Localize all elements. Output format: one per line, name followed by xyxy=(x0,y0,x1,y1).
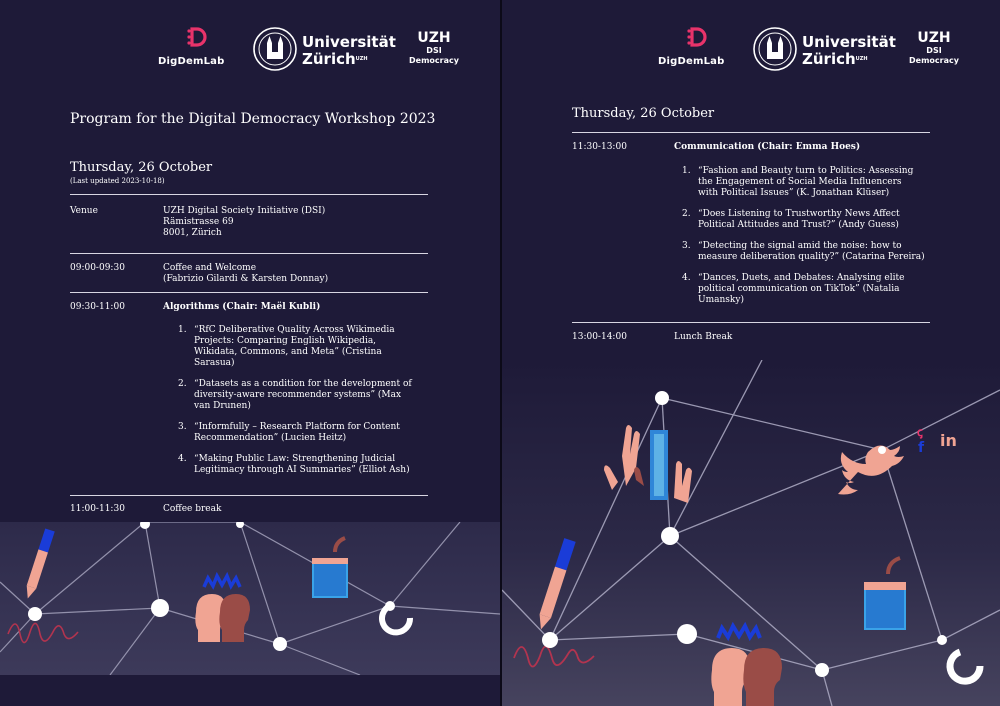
talk-line: the Engagement of Social Media Influence… xyxy=(698,177,902,187)
university-sup: UZH xyxy=(355,56,368,62)
talk-line: “Does Listening to Trustworthy News Affe… xyxy=(698,209,900,219)
democracy-text: Democracy xyxy=(409,56,459,65)
network-illustration xyxy=(0,522,500,675)
talk-line: Recommendation” (Lucien Heitz) xyxy=(194,433,347,443)
session-hosts: (Fabrizio Gilardi & Karsten Donnay) xyxy=(163,274,329,284)
talk-line: with Political Issues” (K. Jonathan Klüs… xyxy=(698,188,890,198)
talk-line: Legitimacy through AI Summaries” (Elliot… xyxy=(194,465,410,475)
venue-line: Rämistrasse 69 xyxy=(163,217,234,227)
talk-line: “Making Public Law: Strengthening Judici… xyxy=(194,454,396,464)
talk-item: 2. “Does Listening to Trustworthy News A… xyxy=(682,209,938,231)
session-time: 09:30-11:00 xyxy=(70,302,125,312)
talk-line: “RfC Deliberative Quality Across Wikimed… xyxy=(194,325,395,335)
talk-line: “Fashion and Beauty turn to Politics: As… xyxy=(698,166,914,176)
divider xyxy=(572,132,930,133)
coffee-welcome: Coffee and Welcome (Fabrizio Gilardi & K… xyxy=(163,263,428,285)
digdemlab-d-icon xyxy=(187,27,207,47)
svg-text:f: f xyxy=(918,440,925,456)
university-sup: UZH xyxy=(855,56,868,62)
session-heading: Communication (Chair: Emma Hoes) xyxy=(674,142,861,152)
talk-list: 1. “Fashion and Beauty turn to Politics:… xyxy=(682,166,938,306)
talk-line: Projects: Comparing English Wikipedia, xyxy=(194,336,377,346)
talk-item: 3. “Detecting the signal amid the noise:… xyxy=(682,241,938,263)
talk-line: Wikidata, Commons, and Meta” (Cristina xyxy=(194,347,382,357)
session-title: Coffee and Welcome xyxy=(163,263,257,273)
dsi-text: DSI xyxy=(926,46,942,55)
divider xyxy=(70,292,428,293)
university-line2: Zürich xyxy=(302,50,356,68)
lunch-break: Lunch Break xyxy=(674,332,733,342)
uzh-seal-icon xyxy=(753,27,797,71)
divider xyxy=(70,194,428,195)
digdemlab-logo: DigDemLab xyxy=(158,26,236,70)
talk-number: 4. xyxy=(178,454,187,464)
digdemlab-d-icon xyxy=(687,27,707,47)
page-title: Program for the Digital Democracy Worksh… xyxy=(70,111,436,127)
democracy-text: Democracy xyxy=(909,56,959,65)
digdemlab-logo: DigDemLab xyxy=(658,26,736,70)
talk-number: 1. xyxy=(178,325,187,335)
dsi-democracy-logo: UZH DSI Democracy xyxy=(404,30,464,66)
talk-number: 4. xyxy=(682,273,691,283)
talk-number: 3. xyxy=(682,241,691,251)
talk-line: diversity-aware recommender systems” (Ma… xyxy=(194,390,402,400)
talk-line: “Datasets as a condition for the develop… xyxy=(194,379,412,389)
talk-number: 1. xyxy=(682,166,691,176)
svg-text:ꞔ: ꞔ xyxy=(917,425,923,439)
university-line1: Universität xyxy=(302,33,396,51)
day-heading: Thursday, 26 October xyxy=(70,160,213,175)
talk-item: 1. “Fashion and Beauty turn to Politics:… xyxy=(682,166,938,199)
session-heading: Algorithms (Chair: Maël Kubli) xyxy=(163,302,321,312)
talk-line: Sarasua) xyxy=(194,358,235,368)
talk-line: “Detecting the signal amid the noise: ho… xyxy=(698,241,902,251)
dsi-uzh-text: UZH xyxy=(917,30,951,46)
talk-line: “Informfully – Research Platform for Con… xyxy=(194,422,400,432)
university-wordmark: Universität ZürichUZH xyxy=(302,34,396,68)
network-illustration: ꞔ f in xyxy=(502,360,1000,706)
university-wordmark: Universität ZürichUZH xyxy=(802,34,896,68)
talk-line: political communication on TikTok” (Nata… xyxy=(698,284,900,294)
coffee-break: Coffee break xyxy=(163,504,222,514)
linkedin-icon: in xyxy=(940,431,957,450)
talk-line: measure deliberation quality?” (Catarina… xyxy=(698,252,925,262)
last-updated: (Last updated 2023-10-18) xyxy=(70,177,165,185)
session-time: 13:00-14:00 xyxy=(572,332,627,342)
venue-line: 8001, Zürich xyxy=(163,228,222,238)
university-line2: Zürich xyxy=(802,50,856,68)
talk-line: van Drunen) xyxy=(194,401,251,411)
talk-line: Umansky) xyxy=(698,295,744,305)
talk-item: 4. “Making Public Law: Strengthening Jud… xyxy=(178,454,434,476)
session-time: 09:00-09:30 xyxy=(70,263,125,273)
digdemlab-wordmark: DigDemLab xyxy=(158,56,225,67)
dsi-democracy-logo: UZH DSI Democracy xyxy=(904,30,964,66)
digdemlab-wordmark: DigDemLab xyxy=(658,56,725,67)
dsi-text: DSI xyxy=(426,46,442,55)
program-page-right: ꞔ f in xyxy=(502,0,1000,706)
page-bottom-margin xyxy=(0,675,500,706)
session-time: 11:00-11:30 xyxy=(70,504,125,514)
talk-item: 3. “Informfully – Research Platform for … xyxy=(178,422,434,444)
talk-number: 2. xyxy=(178,379,187,389)
divider xyxy=(572,322,930,323)
page-gutter xyxy=(500,0,502,706)
venue-line: UZH Digital Society Initiative (DSI) xyxy=(163,206,326,216)
talk-line: Political Attitudes and Trust?” (Andy Gu… xyxy=(698,220,899,230)
program-page-left: DigDemLab Universität ZürichUZH UZH DSI … xyxy=(0,26,500,706)
talk-list: 1. “RfC Deliberative Quality Across Wiki… xyxy=(178,325,434,476)
day-heading: Thursday, 26 October xyxy=(572,106,715,121)
session-time: 11:30-13:00 xyxy=(572,142,627,152)
talk-line: “Dances, Duets, and Debates: Analysing e… xyxy=(698,273,905,283)
venue-label: Venue xyxy=(70,206,98,216)
uzh-seal-icon xyxy=(253,27,297,71)
divider xyxy=(70,253,428,254)
talk-number: 3. xyxy=(178,422,187,432)
talk-item: 1. “RfC Deliberative Quality Across Wiki… xyxy=(178,325,434,369)
university-line1: Universität xyxy=(802,33,896,51)
talk-item: 2. “Datasets as a condition for the deve… xyxy=(178,379,434,412)
divider xyxy=(70,495,428,496)
dsi-uzh-text: UZH xyxy=(417,30,451,46)
talk-number: 2. xyxy=(682,209,691,219)
venue-address: UZH Digital Society Initiative (DSI) Räm… xyxy=(163,206,428,239)
talk-item: 4. “Dances, Duets, and Debates: Analysin… xyxy=(682,273,938,306)
